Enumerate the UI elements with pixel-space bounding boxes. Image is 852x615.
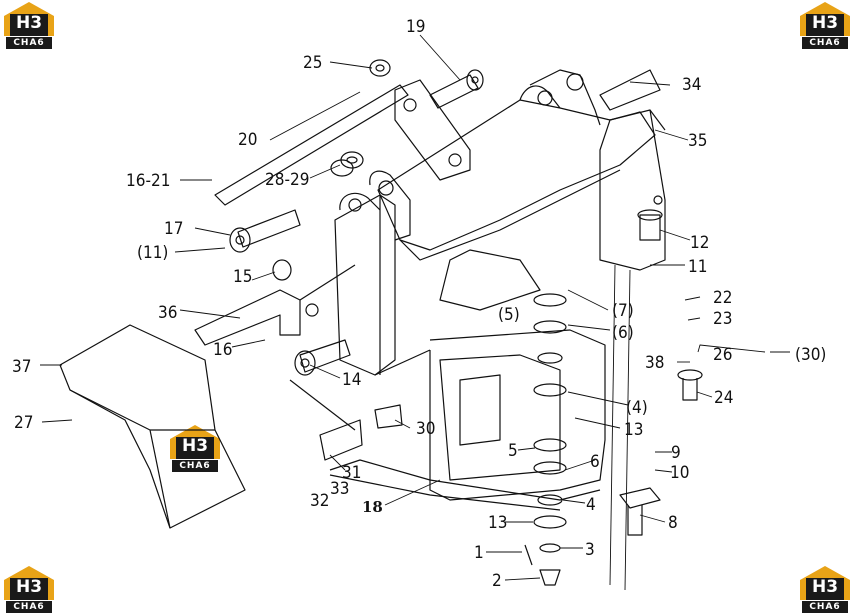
- label-25: 25: [303, 53, 322, 73]
- label-13b: 13: [488, 513, 507, 533]
- label-10: 10: [670, 463, 689, 483]
- label-30: 30: [416, 419, 435, 439]
- label-16: 16: [213, 340, 232, 360]
- label-28-29: 28-29: [265, 170, 309, 190]
- bearing-stack: [524, 293, 567, 586]
- logo-bottom-left: H3 CHA6: [4, 566, 54, 614]
- bar-20: [214, 84, 409, 206]
- label-8: 8: [668, 513, 678, 533]
- pin-19: [429, 69, 484, 109]
- label-16-21: 16-21: [126, 171, 170, 191]
- label-31: 31: [342, 463, 361, 483]
- label-27: 27: [14, 413, 33, 433]
- label-p7: (7): [612, 301, 634, 321]
- label-12: 12: [690, 233, 709, 253]
- label-1: 1: [474, 543, 484, 563]
- label-3: 3: [585, 540, 595, 560]
- logo-center: H3 CHA6: [170, 425, 220, 473]
- callout-labels: 25 19 20 16-21 28-29 17 (11) 15 36 16 14…: [12, 17, 826, 591]
- label-35: 35: [688, 131, 707, 151]
- label-32: 32: [310, 491, 329, 511]
- bracket-31: [319, 419, 363, 461]
- label-18: 18: [362, 498, 383, 516]
- washer-25: [369, 59, 391, 77]
- bracket-36: [194, 289, 301, 346]
- label-38: 38: [645, 353, 664, 373]
- label-24: 24: [714, 388, 733, 408]
- label-9: 9: [671, 443, 681, 463]
- label-14: 14: [342, 370, 361, 390]
- label-34: 34: [682, 75, 701, 95]
- label-26: 26: [713, 345, 732, 365]
- label-22: 22: [713, 288, 732, 308]
- label-p30: (30): [795, 345, 826, 365]
- label-p11: (11): [137, 243, 168, 263]
- label-36: 36: [158, 303, 177, 323]
- logo-top-left: H3 CHA6: [4, 2, 54, 50]
- ring-15: [272, 259, 292, 281]
- label-4: 4: [586, 495, 596, 515]
- pin-17: [229, 209, 301, 253]
- label-37: 37: [12, 357, 31, 377]
- label-5: 5: [508, 441, 518, 461]
- label-33: 33: [330, 479, 349, 499]
- logo-top-right: H3 CHA6: [800, 2, 850, 50]
- label-20: 20: [238, 130, 257, 150]
- label-15: 15: [233, 267, 252, 287]
- pin-24: [677, 369, 703, 401]
- label-p4: (4): [626, 398, 648, 418]
- leader-lines: [40, 34, 790, 591]
- label-11: 11: [688, 257, 707, 277]
- label-2: 2: [492, 571, 502, 591]
- label-p5: (5): [498, 305, 520, 325]
- bracket-30: [374, 404, 403, 429]
- label-17: 17: [164, 219, 183, 239]
- main-frame: [329, 69, 666, 511]
- pin-12: [637, 195, 663, 241]
- bar-34: [599, 69, 661, 111]
- label-13: 13: [624, 420, 643, 440]
- pin-14: [294, 339, 351, 376]
- label-23: 23: [713, 309, 732, 329]
- label-p6: (6): [612, 323, 634, 343]
- label-6: 6: [590, 452, 600, 472]
- logo-bottom-right: H3 CHA6: [800, 566, 850, 614]
- label-19: 19: [406, 17, 425, 37]
- fender-37: [59, 324, 246, 529]
